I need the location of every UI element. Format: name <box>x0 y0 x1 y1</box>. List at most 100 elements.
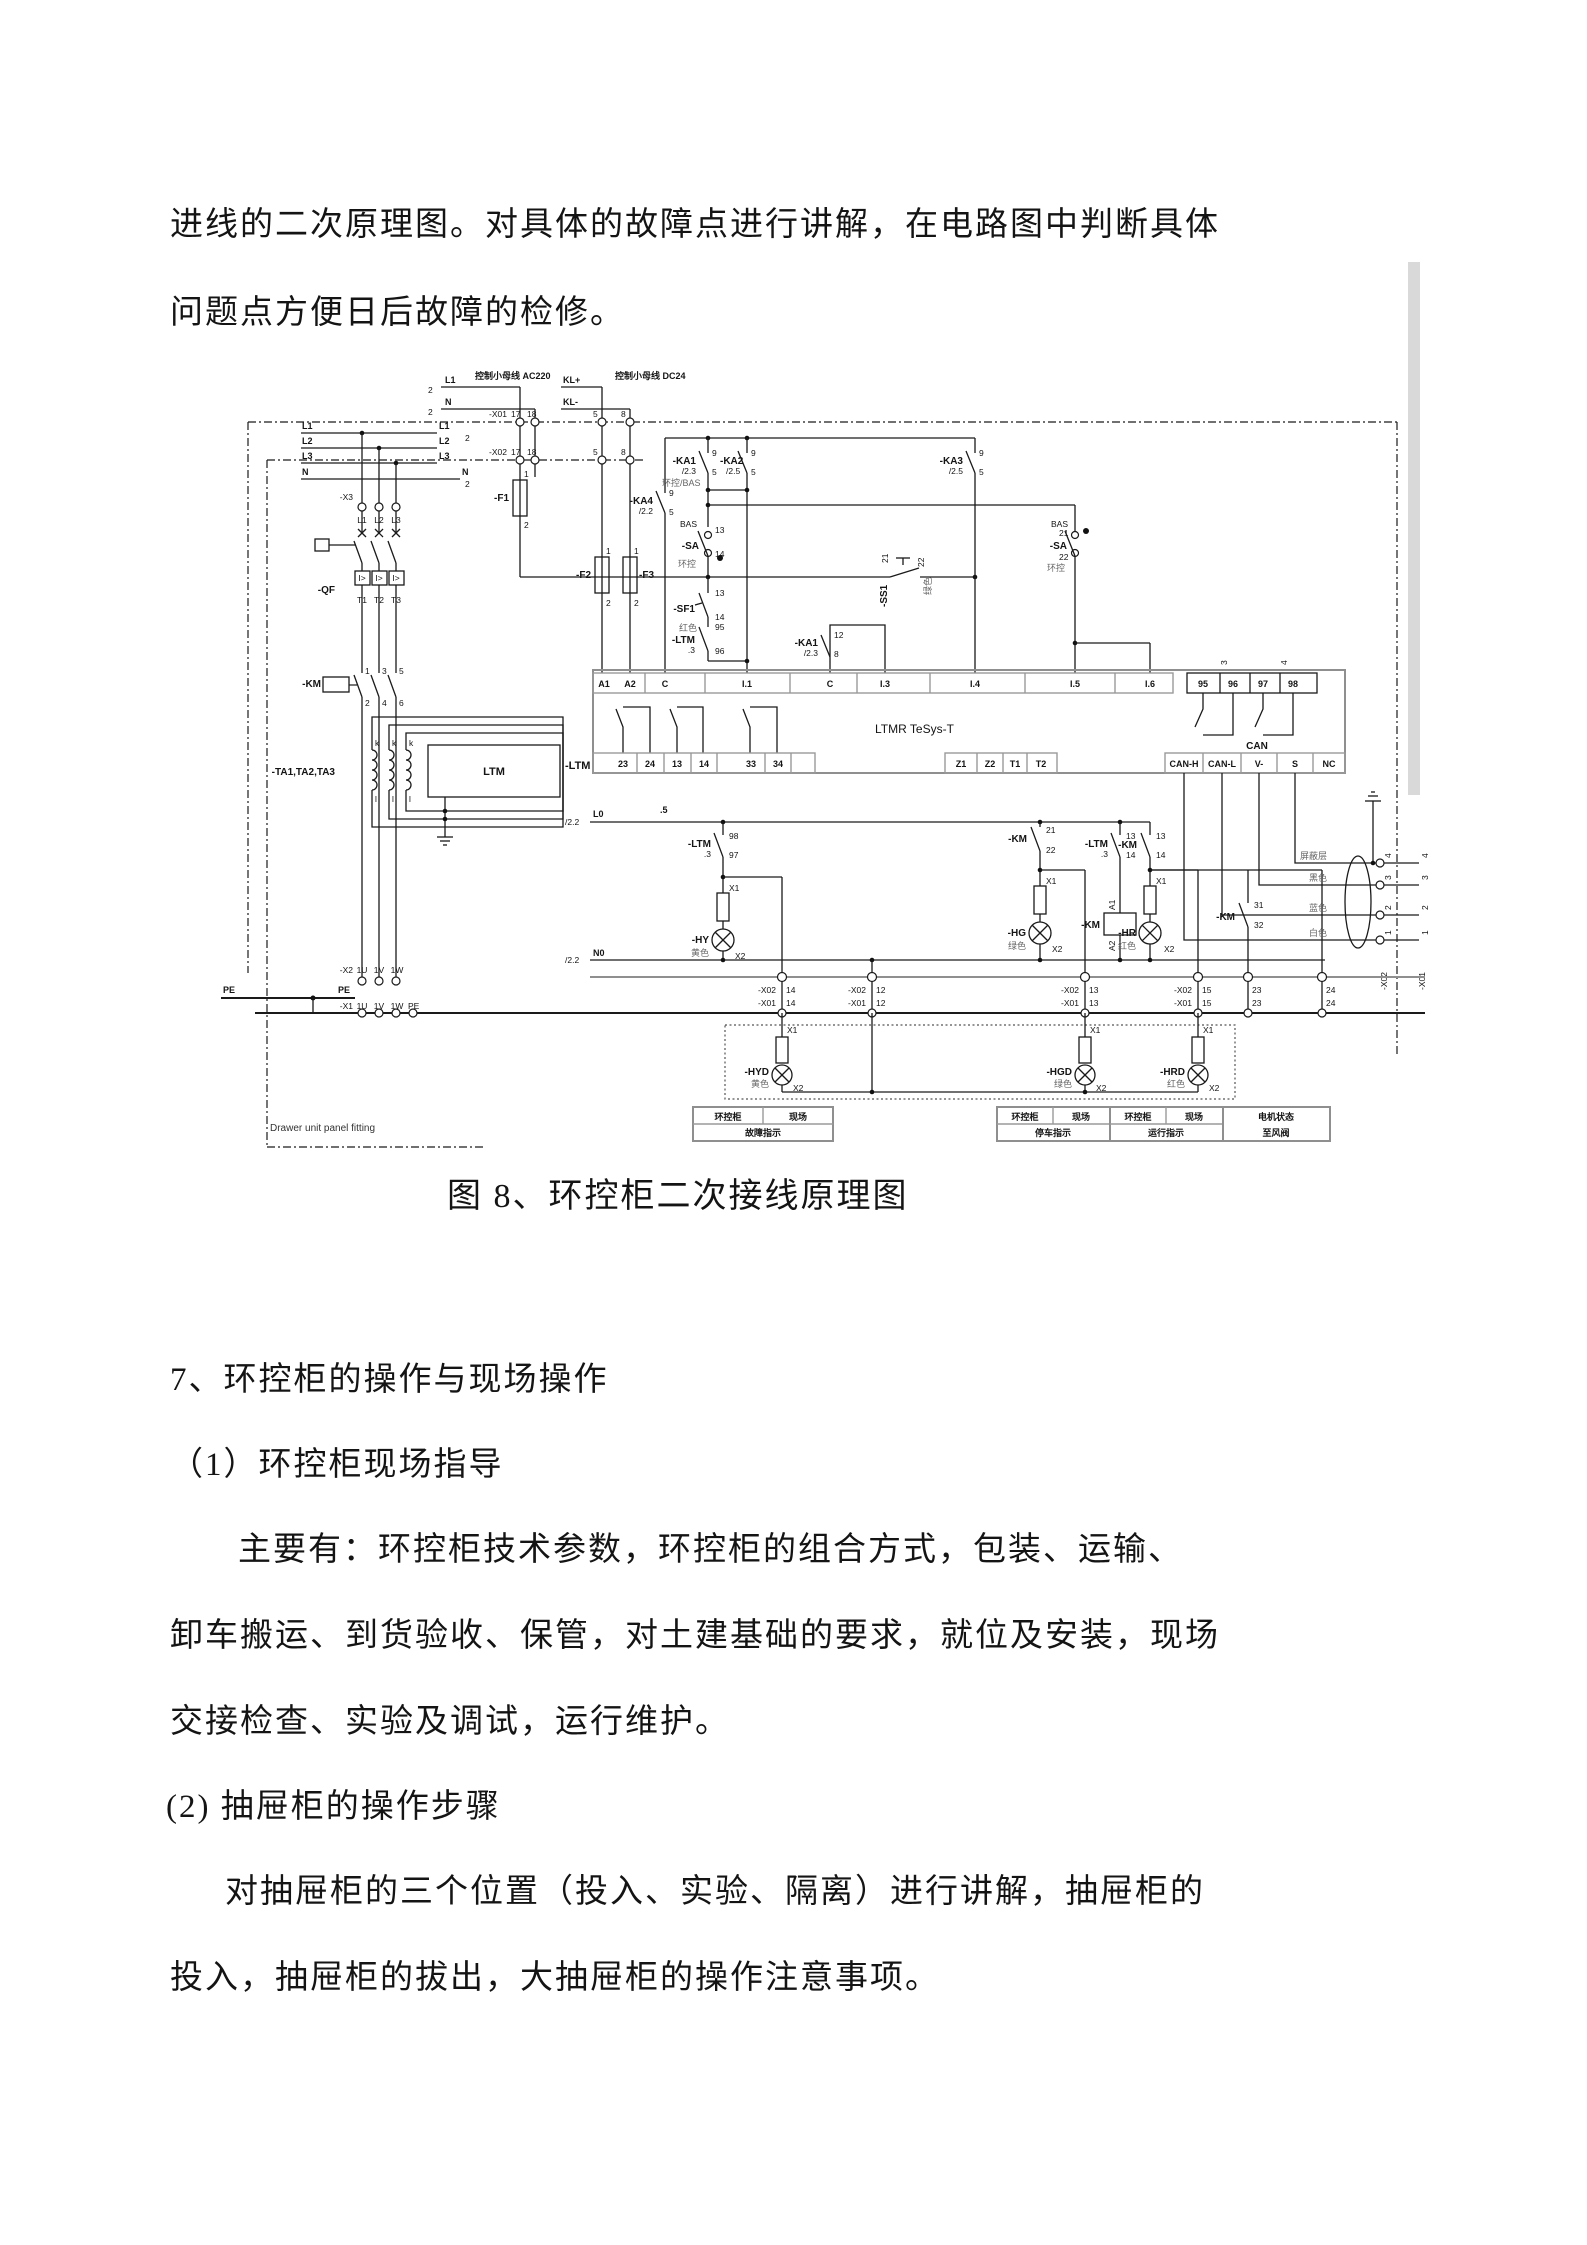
svg-text:环控: 环控 <box>678 558 696 569</box>
svg-text:控制小母线 DC24: 控制小母线 DC24 <box>615 370 686 381</box>
svg-text:I.6: I.6 <box>1145 679 1155 689</box>
svg-text:X2: X2 <box>1209 1083 1220 1093</box>
body-line: 卸车搬运、到货验收、保管，对土建基础的要求，就位及安装，现场 <box>170 1618 1220 1654</box>
svg-text:5: 5 <box>712 467 717 477</box>
svg-text:黑色: 黑色 <box>1309 872 1327 883</box>
svg-text:蓝色: 蓝色 <box>1309 902 1327 913</box>
subsection-heading: (2) 抽屉柜的操作步骤 <box>166 1789 501 1825</box>
svg-text:12: 12 <box>834 630 844 640</box>
phase-buses: L1 L2 L3 N L1 L2 L3 N 2 2 -X3 L1 L2 L3 <box>301 421 470 533</box>
svg-text:k: k <box>409 738 414 748</box>
svg-text:-KM: -KM <box>1118 840 1137 851</box>
svg-text:A1: A1 <box>598 679 610 689</box>
svg-text:A1: A1 <box>1107 899 1117 910</box>
incoming-feeds: 2 L1 2 N 控制小母线 AC220 KL+ KL- 控制小母线 DC24 … <box>428 370 686 465</box>
svg-text:-KA4: -KA4 <box>630 496 654 507</box>
svg-text:1U: 1U <box>357 1001 368 1011</box>
svg-text:-X01: -X01 <box>1174 998 1192 1008</box>
svg-text:.3: .3 <box>704 849 711 859</box>
svg-text:2: 2 <box>634 598 639 608</box>
svg-text:8: 8 <box>834 649 839 659</box>
svg-text:14: 14 <box>715 549 725 559</box>
svg-text:2: 2 <box>465 479 470 489</box>
svg-text:1: 1 <box>1383 930 1393 935</box>
field-lamp-box: X1 -HYD 黄色 X2 X1 -HGD 绿色 X2 X1 -HRD 红色 X… <box>724 1013 1236 1100</box>
svg-text:14: 14 <box>1126 850 1136 860</box>
svg-text:98: 98 <box>1288 679 1298 689</box>
svg-text:C: C <box>662 679 669 689</box>
svg-text:现场: 现场 <box>789 1111 807 1122</box>
svg-text:-X01: -X01 <box>489 409 507 419</box>
svg-text:6: 6 <box>399 698 404 708</box>
svg-text:-X01: -X01 <box>758 998 776 1008</box>
svg-text:/2.2: /2.2 <box>565 955 579 965</box>
svg-text:-KM: -KM <box>1216 912 1235 923</box>
ltmr-title: LTMR TeSys-T <box>875 722 955 736</box>
svg-text:-TA1,TA2,TA3: -TA1,TA2,TA3 <box>272 767 336 778</box>
svg-text:2: 2 <box>428 407 433 417</box>
svg-text:-LTM: -LTM <box>672 635 695 646</box>
svg-text:4: 4 <box>382 698 387 708</box>
svg-text:至风阀: 至风阀 <box>1262 1127 1289 1138</box>
svg-text:9: 9 <box>712 448 717 458</box>
svg-text:NC: NC <box>1323 759 1336 769</box>
svg-text:8: 8 <box>621 409 626 419</box>
svg-text:N: N <box>462 467 469 477</box>
svg-text:绿色: 绿色 <box>1054 1078 1072 1089</box>
svg-text:-X02: -X02 <box>489 447 507 457</box>
svg-text:1V: 1V <box>374 965 385 975</box>
svg-text:PE: PE <box>223 985 235 995</box>
fuse-f2: 1 -F2 2 <box>576 464 611 673</box>
svg-text:1: 1 <box>606 546 611 556</box>
svg-text:A2: A2 <box>1107 940 1117 951</box>
svg-text:电机状态: 电机状态 <box>1258 1111 1294 1122</box>
svg-text:KL-: KL- <box>563 397 578 407</box>
svg-text:/2.2: /2.2 <box>639 506 653 516</box>
svg-text:X2: X2 <box>1164 944 1175 954</box>
svg-text:1U: 1U <box>357 965 368 975</box>
svg-text:22: 22 <box>916 557 926 567</box>
body-line: 投入，抽屉柜的拔出，大抽屉柜的操作注意事项。 <box>170 1960 940 1996</box>
svg-text:5: 5 <box>979 467 984 477</box>
fuse-f3: 1 -F3 2 <box>622 464 654 673</box>
svg-text:2: 2 <box>365 698 370 708</box>
svg-text:21: 21 <box>1046 825 1056 835</box>
drawer-note: Drawer unit panel fitting <box>270 1123 375 1134</box>
svg-text:X2: X2 <box>793 1083 804 1093</box>
svg-text:X1: X1 <box>1090 1025 1101 1035</box>
svg-text:2: 2 <box>428 385 433 395</box>
svg-text:k: k <box>375 738 380 748</box>
svg-text:Z1: Z1 <box>956 759 967 769</box>
svg-text:21: 21 <box>1059 528 1069 538</box>
svg-text:1: 1 <box>524 469 529 479</box>
svg-text:Z2: Z2 <box>985 759 996 769</box>
svg-text:-F1: -F1 <box>494 493 509 504</box>
svg-text:4: 4 <box>1279 660 1289 665</box>
svg-text:-KA2: -KA2 <box>720 456 744 467</box>
svg-text:-HY: -HY <box>692 935 710 946</box>
svg-text:-KM: -KM <box>1008 834 1027 845</box>
svg-text:I>: I> <box>358 573 365 583</box>
svg-text:I.5: I.5 <box>1070 679 1080 689</box>
svg-text:/2.5: /2.5 <box>726 466 740 476</box>
svg-text:23: 23 <box>1252 998 1262 1008</box>
svg-text:X2: X2 <box>1052 944 1063 954</box>
svg-text:停车指示: 停车指示 <box>1035 1127 1071 1138</box>
svg-text:故障指示: 故障指示 <box>745 1127 781 1138</box>
svg-text:-LTM: -LTM <box>1085 839 1108 850</box>
svg-text:24: 24 <box>1326 985 1336 995</box>
svg-text:PE: PE <box>408 1001 420 1011</box>
svg-text:3: 3 <box>382 666 387 676</box>
svg-text:现场: 现场 <box>1072 1111 1090 1122</box>
svg-text:9: 9 <box>751 448 756 458</box>
svg-text:KL+: KL+ <box>563 375 580 385</box>
svg-text:N0: N0 <box>593 948 605 958</box>
svg-text:X2: X2 <box>1096 1083 1107 1093</box>
svg-text:现场: 现场 <box>1185 1111 1203 1122</box>
cabinet-boundary <box>247 421 1398 1148</box>
body-line: 主要有：环控柜技术参数，环控柜的组合方式，包装、运输、 <box>238 1532 1183 1568</box>
svg-text:A2: A2 <box>624 679 636 689</box>
svg-text:-KM: -KM <box>1081 920 1100 931</box>
svg-text:2: 2 <box>465 433 470 443</box>
